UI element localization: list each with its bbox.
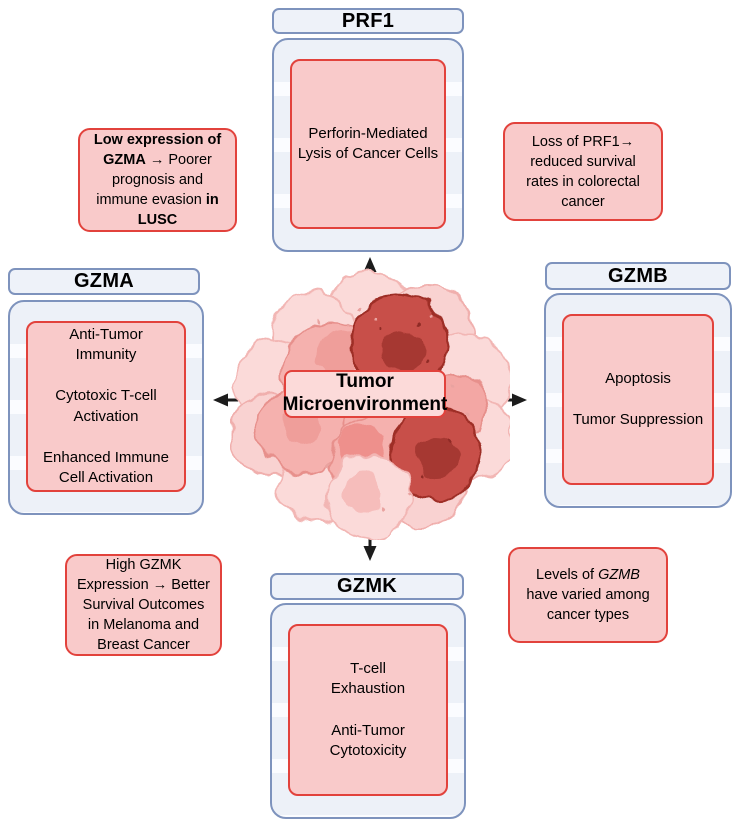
note-text: Loss of PRF1→ reduced survival rates in … (526, 133, 640, 210)
gzma-functions-box: Anti-Tumor Immunity Cytotoxic T-cell Act… (26, 321, 186, 492)
panel-prf1-header: PRF1 (272, 8, 464, 34)
dark-cell-nucleus (416, 436, 458, 478)
tumor-microenvironment-text: Tumor Microenvironment (282, 371, 448, 415)
dark-cell-nucleus (380, 329, 424, 373)
panel-gzmk-title: GZMK (336, 575, 398, 597)
list-item: Apoptosis (605, 369, 671, 387)
panel-gzma-header: GZMA (8, 268, 200, 295)
panel-prf1-body: Perforin-Mediated Lysis of Cancer Cells (272, 38, 464, 252)
panel-gzmb-body: Apoptosis Tumor Suppression (544, 293, 732, 508)
list-item: T-cell Exhaustion (330, 660, 406, 698)
note-gzmb-levels: Levels of GZMB have varied among cancer … (508, 547, 668, 643)
panel-prf1-title: PRF1 (341, 9, 395, 32)
list-item: Anti-Tumor Cytotoxicity (329, 721, 407, 759)
list-item: Cytotoxic T-cell Activation (55, 387, 157, 425)
prf1-functions-box: Perforin-Mediated Lysis of Cancer Cells (290, 59, 446, 229)
panel-gzmk-body: T-cell Exhaustion Anti-Tumor Cytotoxicit… (270, 603, 466, 819)
note-gzmk-survival: High GZMK Expression → Better Survival O… (65, 554, 222, 656)
cell-nucleus (343, 473, 383, 513)
gzmb-functions-box: Apoptosis Tumor Suppression (562, 314, 714, 485)
panel-gzmk-header: GZMK (270, 573, 464, 600)
note-text: Low expression of GZMA → Poorer prognosi… (93, 132, 222, 228)
list-item: Perforin-Mediated Lysis of Cancer Cells (297, 124, 439, 162)
panel-gzmb-header: GZMB (545, 262, 731, 290)
tumor-microenvironment-label: Tumor Microenvironment (282, 370, 448, 418)
list-item: Anti-Tumor Immunity (69, 325, 143, 363)
panel-gzmb-title: GZMB (607, 264, 669, 287)
list-item: Tumor Suppression (572, 411, 704, 428)
gzmk-functions-box: T-cell Exhaustion Anti-Tumor Cytotoxicit… (288, 624, 448, 796)
note-text: High GZMK Expression → Better Survival O… (77, 557, 210, 653)
note-gzma-prognosis: Low expression of GZMA → Poorer prognosi… (78, 128, 237, 232)
cell-stipple (288, 305, 470, 511)
note-text: Levels of GZMB have varied among cancer … (526, 567, 650, 623)
panel-gzma-title: GZMA (73, 270, 135, 292)
list-item: Enhanced Immune Cell Activation (43, 448, 169, 486)
dark-cell-stipple (378, 321, 452, 477)
tumor-cells-illustration (230, 272, 510, 540)
panel-gzma-body: Anti-Tumor Immunity Cytotoxic T-cell Act… (8, 300, 204, 515)
note-prf1-survival: Loss of PRF1→ reduced survival rates in … (503, 122, 663, 221)
